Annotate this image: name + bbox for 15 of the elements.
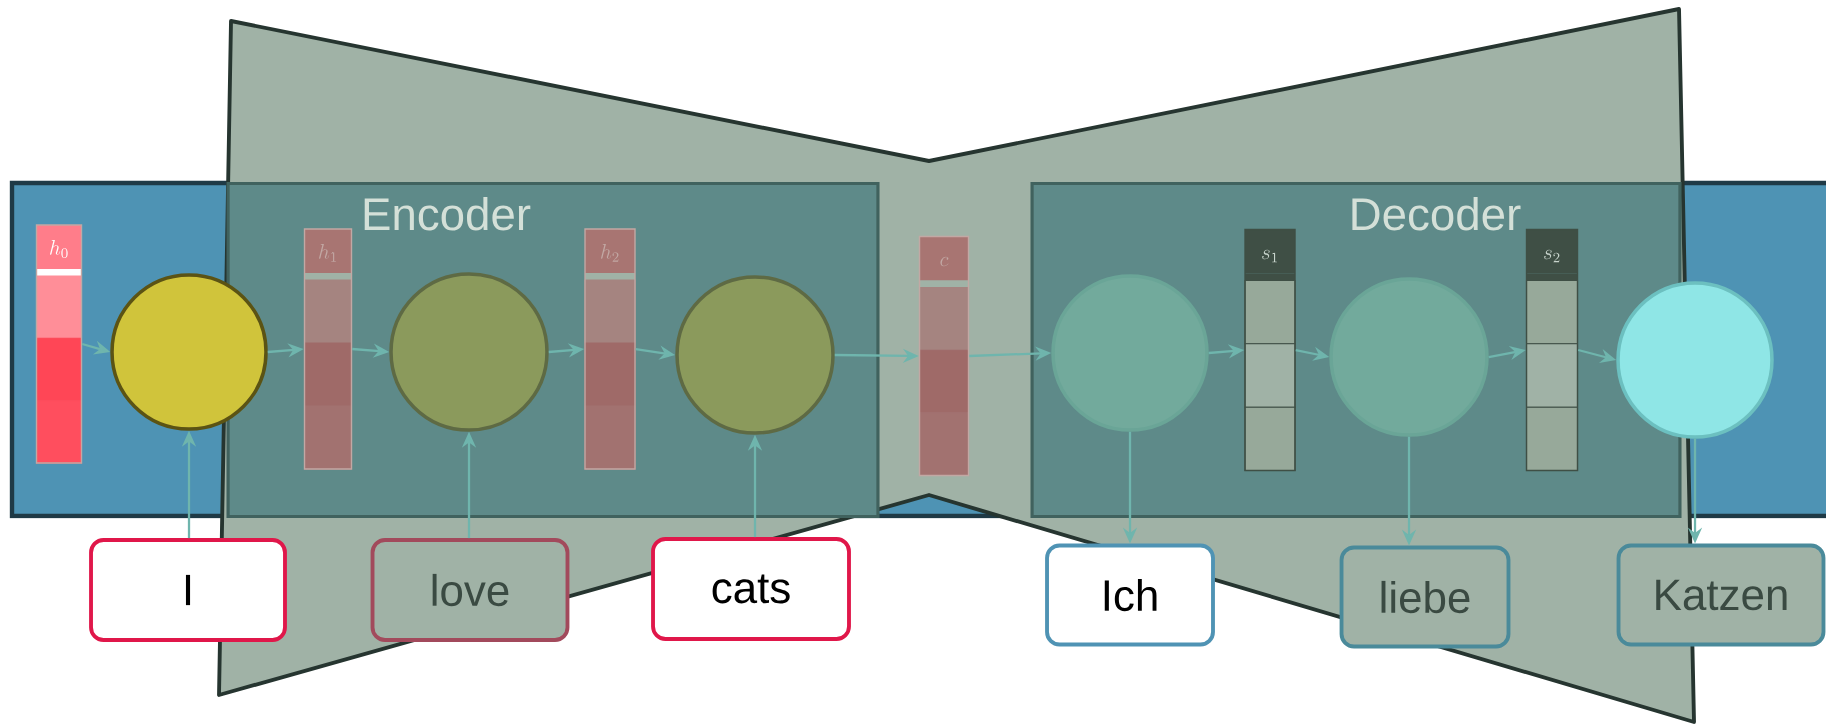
circle-node bbox=[675, 275, 835, 435]
vector-bar: $s_1$ bbox=[1244, 228, 1296, 472]
vector-bar: $h_0$ bbox=[35, 224, 83, 464]
word-box: Katzen bbox=[1616, 543, 1826, 647]
word-box: love bbox=[370, 538, 570, 642]
circle-node bbox=[389, 272, 549, 432]
circle-node bbox=[1329, 277, 1489, 437]
circle-node bbox=[1616, 281, 1774, 439]
circle-node bbox=[1051, 274, 1209, 432]
word-box: I bbox=[89, 538, 287, 642]
vector-bar: $s_2$ bbox=[1525, 228, 1579, 472]
word-box: cats bbox=[651, 537, 851, 641]
circle-node bbox=[110, 273, 268, 431]
word-box: Ich bbox=[1045, 543, 1215, 647]
word-box: liebe bbox=[1339, 545, 1511, 649]
